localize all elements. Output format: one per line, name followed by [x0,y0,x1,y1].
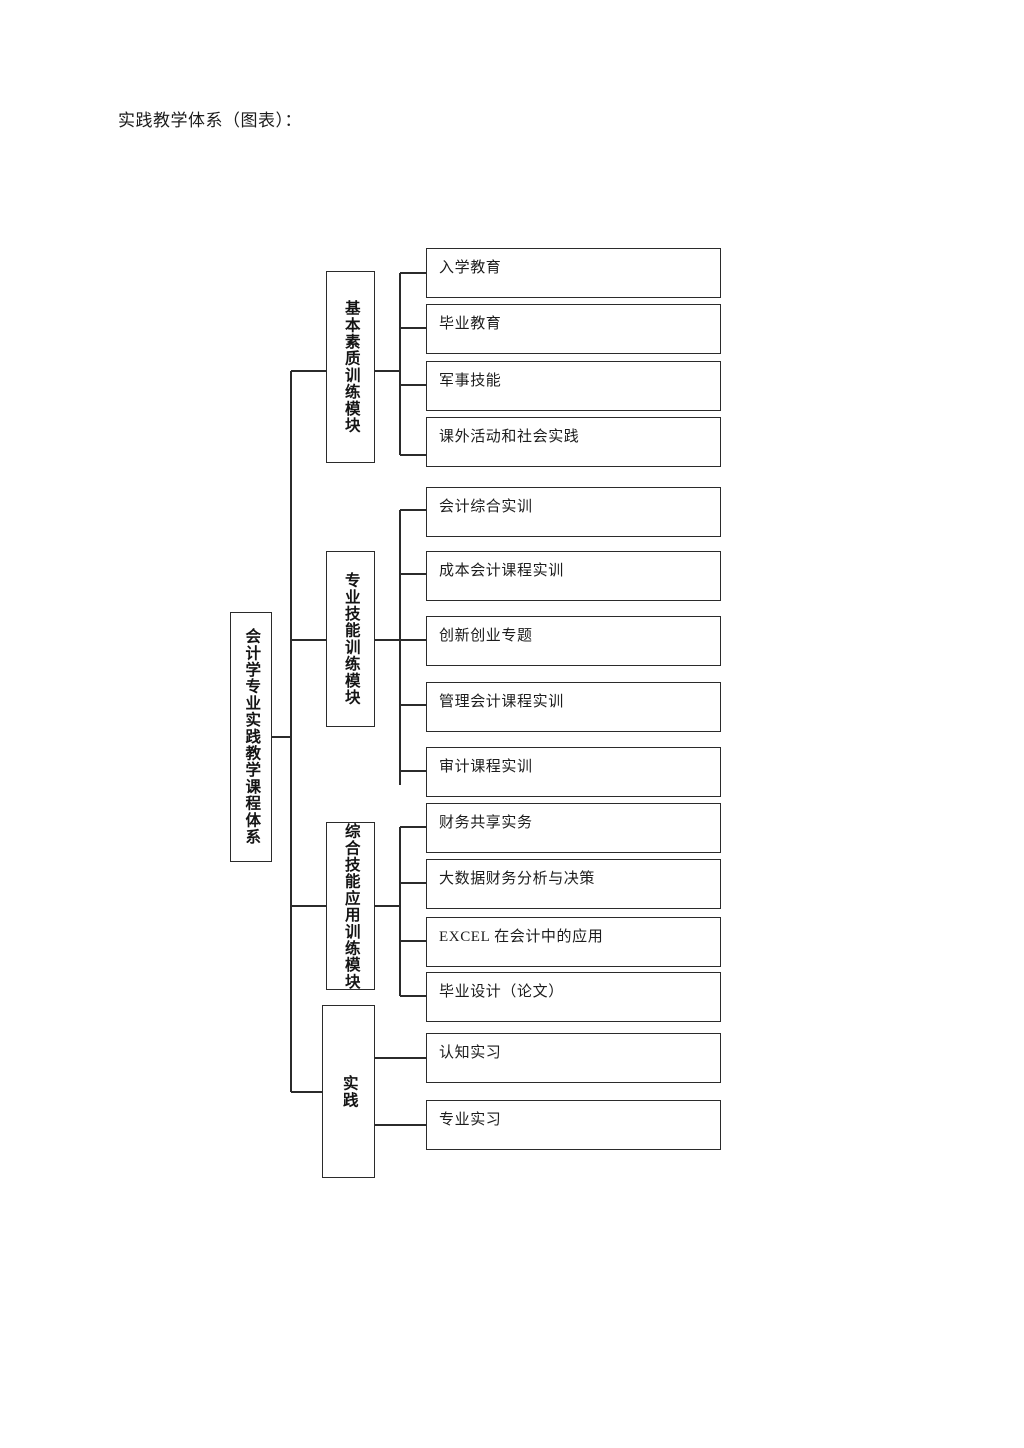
leaf-node-label: EXCEL 在会计中的应用 [439,929,604,945]
leaf-node-military-skills[interactable]: 军事技能 [426,361,721,411]
leaf-node-big-data-financial-analysis-decision[interactable]: 大数据财务分析与决策 [426,859,721,909]
module-node-professional-skills-training[interactable]: 专业技能训练模块 [326,551,375,727]
leaf-node-cognitive-internship[interactable]: 认知实习 [426,1033,721,1083]
leaf-node-label: 管理会计课程实训 [439,694,564,710]
module-node-label: 综合技能应用训练模块 [342,822,360,990]
leaf-node-excel-in-accounting[interactable]: EXCEL 在会计中的应用 [426,917,721,967]
module-node-practice[interactable]: 实践 [322,1005,375,1178]
leaf-node-label: 毕业设计（论文） [439,984,564,1000]
leaf-node-financial-shared-services[interactable]: 财务共享实务 [426,803,721,853]
module-node-basic-quality-training[interactable]: 基本素质训练模块 [326,271,375,463]
leaf-node-management-accounting-course-training[interactable]: 管理会计课程实训 [426,682,721,732]
root-node-accounting-practice-curriculum-system[interactable]: 会计学专业实践教学课程体系 [230,612,272,862]
leaf-node-enrollment-education[interactable]: 入学教育 [426,248,721,298]
module-node-label: 专业技能训练模块 [342,572,360,706]
leaf-node-label: 审计课程实训 [439,759,533,775]
leaf-node-extracurricular-social-practice[interactable]: 课外活动和社会实践 [426,417,721,467]
leaf-node-label: 创新创业专题 [439,628,533,644]
module-node-label: 实践 [340,1074,358,1109]
leaf-node-graduation-design-thesis[interactable]: 毕业设计（论文） [426,972,721,1022]
leaf-node-graduation-education[interactable]: 毕业教育 [426,304,721,354]
leaf-node-label: 毕业教育 [439,316,502,332]
leaf-node-label: 成本会计课程实训 [439,563,564,579]
leaf-node-professional-internship[interactable]: 专业实习 [426,1100,721,1150]
leaf-node-label: 专业实习 [439,1112,502,1128]
root-node-label: 会计学专业实践教学课程体系 [243,628,261,846]
leaf-node-label: 大数据财务分析与决策 [439,871,596,887]
leaf-node-accounting-comprehensive-training[interactable]: 会计综合实训 [426,487,721,537]
module-node-comprehensive-skills-application-training[interactable]: 综合技能应用训练模块 [326,822,375,990]
module-node-label: 基本素质训练模块 [342,300,360,434]
leaf-node-innovation-entrepreneurship-topic[interactable]: 创新创业专题 [426,616,721,666]
leaf-node-label: 会计综合实训 [439,499,533,515]
leaf-node-label: 课外活动和社会实践 [439,429,580,445]
leaf-node-label: 认知实习 [439,1045,502,1061]
leaf-node-label: 财务共享实务 [439,815,533,831]
leaf-node-label: 军事技能 [439,373,502,389]
leaf-node-cost-accounting-course-training[interactable]: 成本会计课程实训 [426,551,721,601]
page-title: 实践教学体系（图表）： [118,111,302,130]
leaf-node-label: 入学教育 [439,260,502,276]
leaf-node-audit-course-training[interactable]: 审计课程实训 [426,747,721,797]
